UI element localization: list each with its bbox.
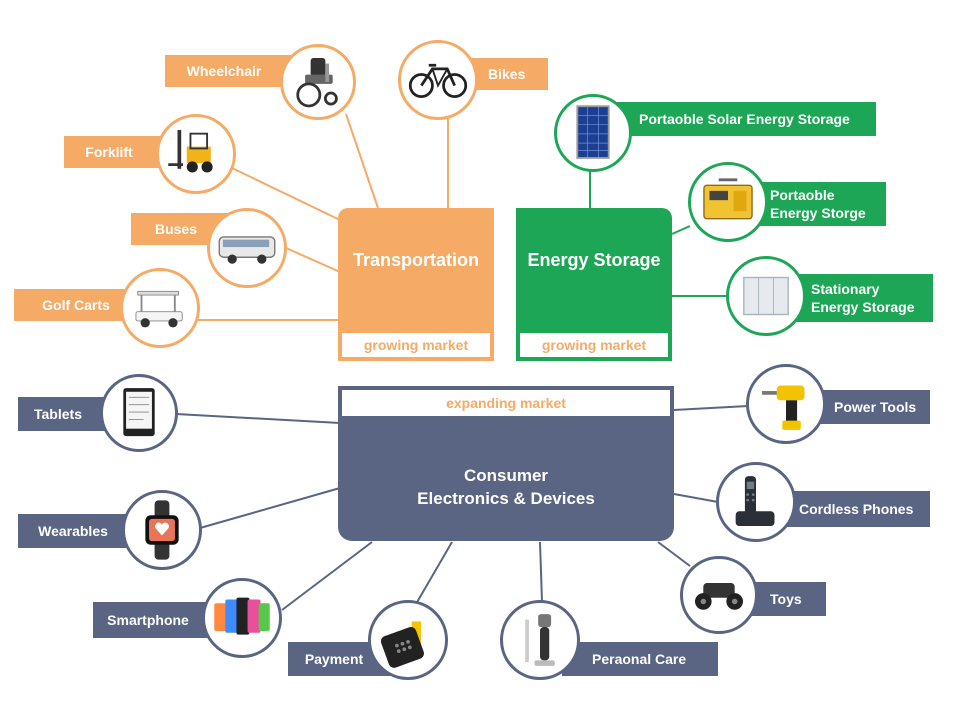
payment-label-text: Payment xyxy=(304,651,364,667)
forklift-icon xyxy=(156,114,236,194)
storage-cabinet-icon xyxy=(726,256,806,336)
tablets-label-text: Tablets xyxy=(34,406,82,422)
stationary-storage-label: Stationary Energy Storage xyxy=(787,274,933,322)
portable-storage-label-text: Portaoble Energy Storge xyxy=(770,186,866,222)
portable-storage-line2: Energy Storge xyxy=(770,205,866,221)
portable-storage-line1: Portaoble xyxy=(770,187,835,203)
bus-icon xyxy=(207,208,287,288)
energy-storage-hub: Energy Storage growing market xyxy=(516,208,672,361)
smartwatch-icon xyxy=(122,490,202,570)
consumer-title-line2: Electronics & Devices xyxy=(417,489,595,508)
consumer-title: Consumer Electronics & Devices xyxy=(338,464,674,510)
shaver-icon xyxy=(500,600,580,680)
consumer-electronics-hub: expanding market Consumer Electronics & … xyxy=(338,386,674,541)
stationary-storage-line1: Stationary xyxy=(811,281,880,297)
golf-cart-icon xyxy=(120,268,200,348)
consumer-title-line1: Consumer xyxy=(463,466,549,485)
bikes-label: Bikes xyxy=(470,58,548,90)
transportation-hub: Transportation growing market xyxy=(338,208,494,361)
drill-icon xyxy=(746,364,826,444)
rc-car-icon xyxy=(680,556,758,634)
bikes-label-text: Bikes xyxy=(488,66,526,82)
power-tools-label-text: Power Tools xyxy=(834,399,917,415)
transportation-market-tag: growing market xyxy=(342,333,490,357)
solar-panel-icon xyxy=(554,94,632,172)
payment-terminal-icon xyxy=(368,600,448,680)
consumer-market-tag: expanding market xyxy=(342,390,670,416)
bike-icon xyxy=(398,40,478,120)
forklift-label: Forklift xyxy=(64,136,174,168)
solar-storage-label-text: Portaoble Solar Energy Storage xyxy=(639,111,850,127)
tablet-icon xyxy=(100,374,178,452)
smartphone-label-text: Smartphone xyxy=(107,612,189,628)
wearables-label-text: Wearables xyxy=(38,523,108,539)
stationary-storage-line2: Energy Storage xyxy=(811,299,915,315)
forklift-label-text: Forklift xyxy=(85,144,133,160)
energy-market-tag: growing market xyxy=(520,333,668,357)
toys-label-text: Toys xyxy=(770,591,802,607)
cordless-phone-icon xyxy=(716,462,796,542)
personal-care-label: Peraonal Care xyxy=(562,642,718,676)
stationary-storage-label-text: Stationary Energy Storage xyxy=(811,280,914,316)
golf-carts-label-text: Golf Carts xyxy=(42,297,110,313)
smartphone-icon xyxy=(202,578,282,658)
portable-storage-label: Portaoble Energy Storge xyxy=(746,182,886,226)
energy-storage-title: Energy Storage xyxy=(527,250,661,270)
portable-battery-icon xyxy=(688,162,768,242)
wheelchair-icon xyxy=(280,44,356,120)
solar-storage-label: Portaoble Solar Energy Storage xyxy=(612,102,876,136)
cordless-phones-label-text: Cordless Phones xyxy=(799,501,914,517)
wheelchair-label-text: Wheelchair xyxy=(186,63,262,79)
personal-care-label-text: Peraonal Care xyxy=(592,651,687,667)
transportation-title: Transportation xyxy=(352,250,479,270)
buses-label-text: Buses xyxy=(154,221,198,237)
